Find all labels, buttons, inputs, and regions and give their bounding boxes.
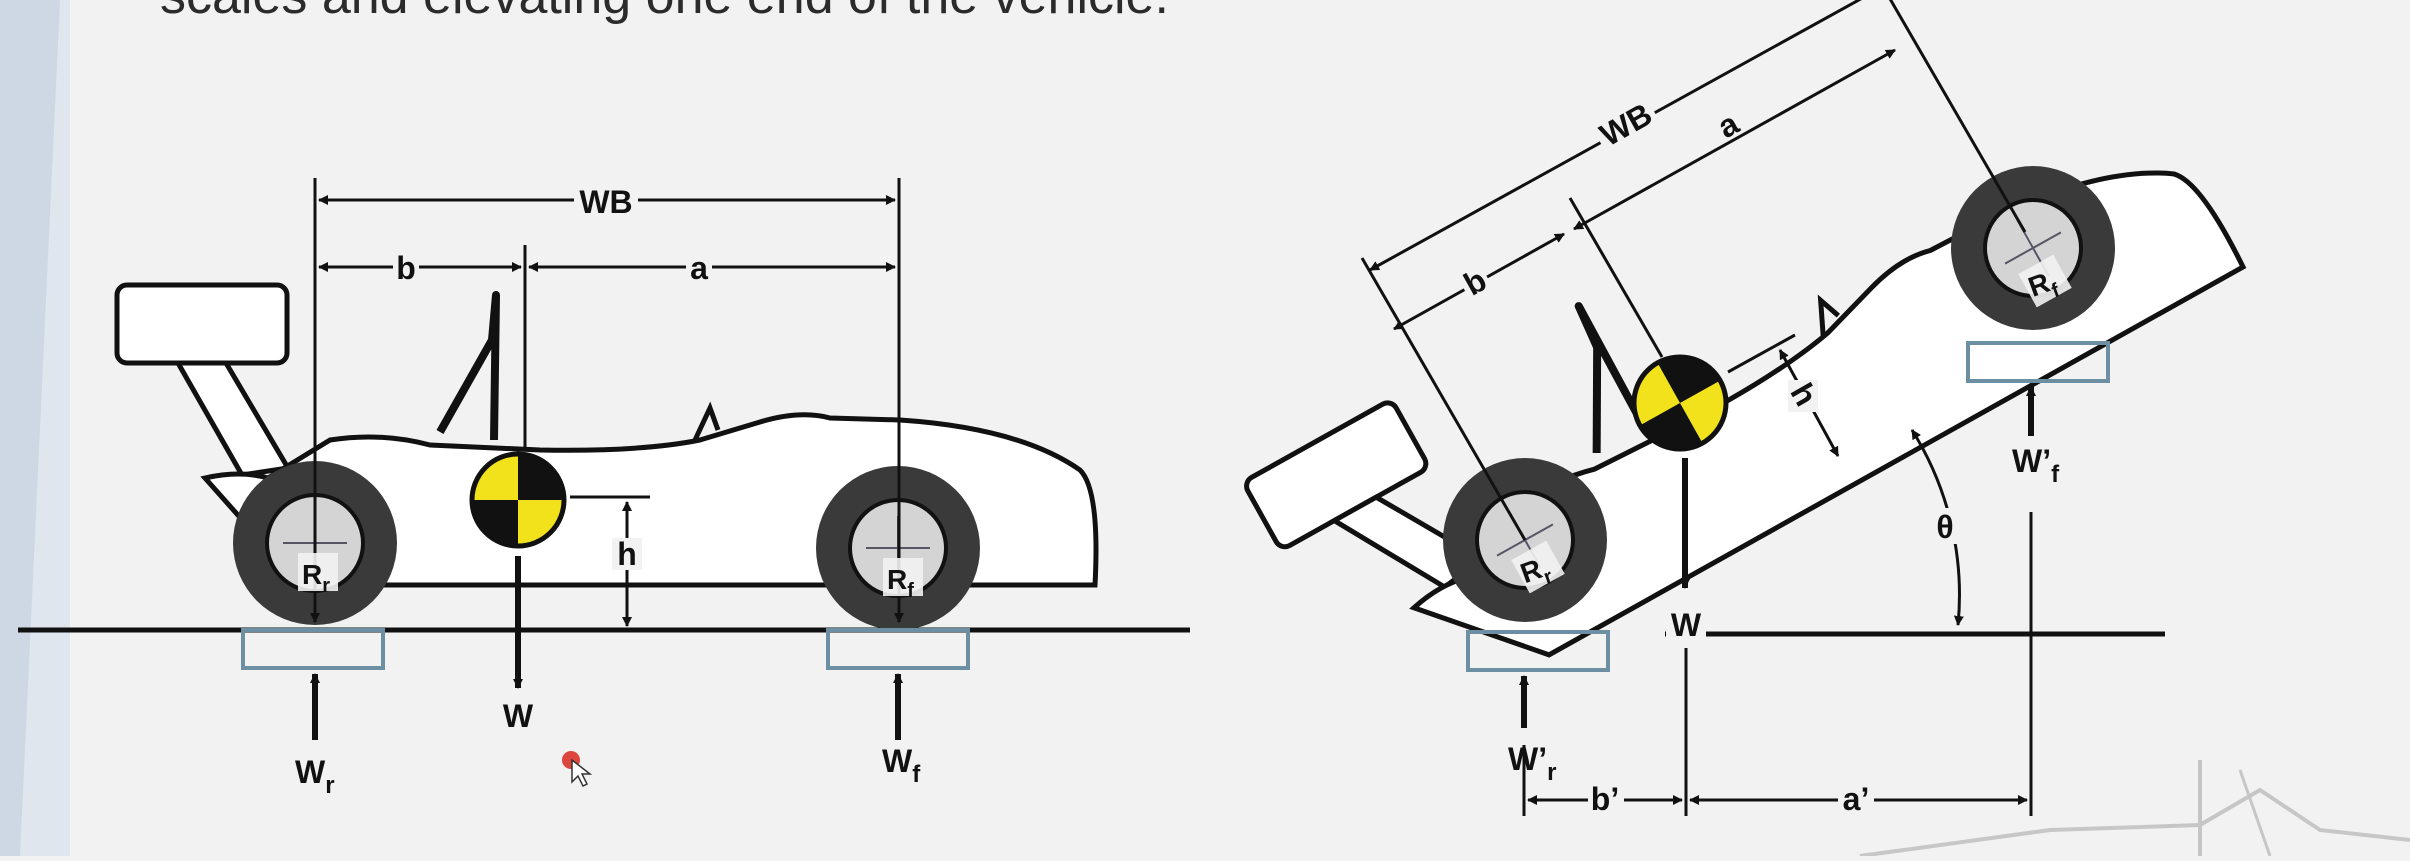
left-weight-label: W [503, 698, 534, 734]
left-rear-weight-label: Wr [295, 754, 335, 799]
left-rear-wing [114, 282, 290, 366]
right-front-weight-label: W’f [2012, 443, 2060, 488]
left-front-radius-label: Rf [887, 564, 914, 602]
left-rear-radius-label: Rr [302, 559, 330, 597]
right-weight-label: W [1671, 607, 1702, 643]
left-h-label: h [617, 536, 637, 572]
right-rear-axle-line [1360, 257, 1527, 541]
right-diagram-elevated: WB b a h θ W [1244, 0, 2247, 817]
right-front-scale [1966, 341, 2110, 383]
right-cg-symbol [1631, 354, 1729, 452]
right-rear-weight-label: W’r [1508, 741, 1556, 786]
left-cg-symbol [469, 451, 567, 549]
left-b-label: b [396, 250, 416, 286]
left-rear-scale [241, 628, 385, 670]
background-sketch [1859, 760, 2410, 858]
right-rear-scale [1466, 630, 1610, 672]
right-theta-label: θ [1936, 509, 1953, 545]
left-wb-label: WB [579, 184, 632, 220]
slide-heading: scales and elevating one end of the vehi… [160, 0, 1169, 26]
left-front-weight-label: Wf [882, 743, 921, 788]
left-front-scale [826, 628, 970, 670]
right-a-dimension [1573, 48, 1896, 231]
right-cg-height-ref [1727, 333, 1796, 374]
right-b-prime-label: b’ [1591, 781, 1619, 817]
right-front-axle-line [1888, 0, 2027, 233]
left-diagram-level: WB b a h W Wr Wf [18, 178, 1190, 799]
left-roll-hoop [436, 291, 500, 441]
slide-edge-band [0, 0, 60, 856]
left-a-label: a [690, 250, 708, 286]
mouse-cursor [562, 751, 593, 788]
left-windscreen [692, 401, 721, 442]
left-wing-strut [173, 360, 293, 478]
right-a-prime-label: a’ [1843, 781, 1870, 817]
